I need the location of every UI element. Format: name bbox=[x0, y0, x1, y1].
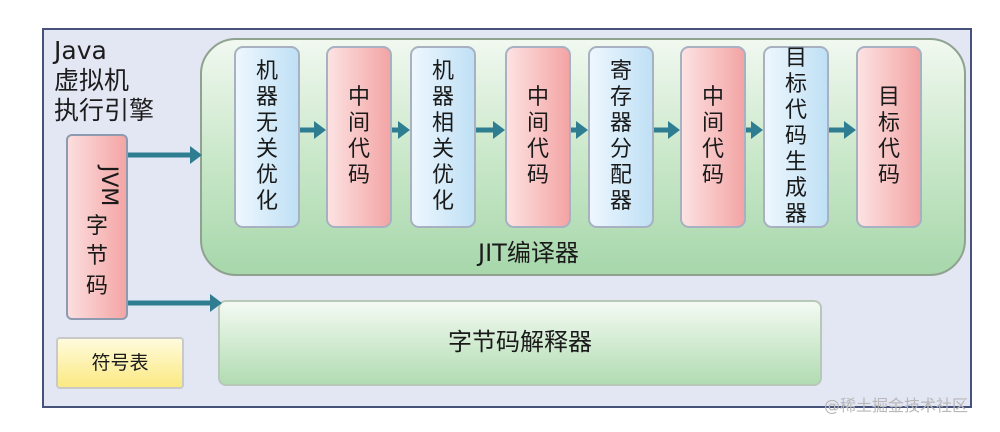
optimizer-stage-box bbox=[410, 46, 476, 228]
optimizer-stage-box bbox=[763, 46, 829, 228]
pipeline-arrow bbox=[392, 121, 410, 139]
pipeline-stage-char: 代 bbox=[347, 137, 370, 162]
pipeline-stage-char: 码 bbox=[526, 163, 549, 188]
pipeline-stage-char: 目 bbox=[877, 85, 900, 110]
bytecode-to-jit-arrow bbox=[128, 146, 202, 164]
pipeline-stage-char: 代 bbox=[701, 137, 724, 162]
pipeline-stage-char: 优 bbox=[255, 163, 278, 188]
pipeline-stage-char: 代 bbox=[784, 98, 807, 123]
pipeline-stage-char: 器 bbox=[255, 85, 278, 110]
symbol-table-label: 符号表 bbox=[91, 352, 149, 374]
pipeline-stage-label: 目标代码生成器 bbox=[763, 46, 829, 228]
pipeline-stage-label: 寄存器分配器 bbox=[588, 59, 654, 215]
pipeline-arrow bbox=[654, 121, 680, 139]
pipeline-stage-label: 中间代码 bbox=[505, 85, 571, 189]
pipeline-stage-char: 器 bbox=[609, 111, 632, 136]
pipeline-stage-label: 目标代码 bbox=[856, 85, 922, 189]
pipeline-stage-char: 成 bbox=[784, 176, 807, 201]
jvm-bytecode-box bbox=[66, 134, 128, 320]
pipeline-stage-char: 分 bbox=[609, 137, 632, 162]
pipeline-arrow bbox=[476, 121, 505, 139]
pipeline-stage-char: 生 bbox=[784, 150, 807, 175]
pipeline-stage-char: 机 bbox=[255, 59, 278, 84]
intermediate-code-box bbox=[505, 46, 571, 228]
pipeline-stage-label: 中间代码 bbox=[680, 85, 746, 189]
pipeline-stage-char: 化 bbox=[255, 189, 278, 214]
pipeline-stage-char: 中 bbox=[701, 85, 724, 110]
pipeline-stage-char: 器 bbox=[609, 189, 632, 214]
engine-title: Java 虚拟机 执行引擎 bbox=[54, 36, 204, 126]
symbol-table-box bbox=[56, 337, 184, 389]
pipeline-stage-char: 无 bbox=[255, 111, 278, 136]
pipeline-stage-char: 标 bbox=[877, 111, 900, 136]
intermediate-code-box bbox=[856, 46, 922, 228]
optimizer-stage-box bbox=[588, 46, 654, 228]
pipeline-stage-char: 化 bbox=[431, 189, 454, 214]
pipeline-stage-char: 标 bbox=[784, 72, 807, 97]
pipeline-stage-char: 间 bbox=[526, 111, 549, 136]
pipeline-stage-char: 中 bbox=[347, 85, 370, 110]
bytecode-char: 节 bbox=[85, 244, 108, 269]
intermediate-code-box bbox=[680, 46, 746, 228]
pipeline-stage-char: 间 bbox=[347, 111, 370, 136]
engine-title-line: 虚拟机 bbox=[54, 66, 130, 95]
pipeline-stage-char: 码 bbox=[784, 124, 807, 149]
pipeline-arrow bbox=[300, 121, 326, 139]
pipeline-stage-char: 优 bbox=[431, 163, 454, 188]
pipeline-stage-char: 码 bbox=[347, 163, 370, 188]
intermediate-code-box bbox=[326, 46, 392, 228]
watermark: @稀土掘金技术社区 bbox=[824, 396, 969, 415]
pipeline-stage-char: 码 bbox=[701, 163, 724, 188]
pipeline-stage-char: 代 bbox=[877, 137, 900, 162]
bytecode-char: 字 bbox=[85, 214, 108, 239]
optimizer-stage-box bbox=[234, 46, 300, 228]
pipeline-stage-char: 关 bbox=[255, 137, 278, 162]
bytecode-interpreter-label: 字节码解释器 bbox=[448, 328, 592, 356]
pipeline-stage-char: 存 bbox=[609, 85, 632, 110]
pipeline-stage-char: 相 bbox=[431, 111, 454, 136]
engine-title-line: 执行引擎 bbox=[54, 96, 155, 125]
pipeline-stage-char: 器 bbox=[431, 85, 454, 110]
pipeline-stage-char: 寄 bbox=[609, 59, 632, 84]
pipeline-stage-char: 配 bbox=[609, 163, 632, 188]
pipeline-stage-char: 中 bbox=[526, 85, 549, 110]
pipeline-stage-label: 机器相关优化 bbox=[410, 59, 476, 215]
pipeline-arrow bbox=[829, 121, 856, 139]
pipeline-stage-char: 器 bbox=[784, 202, 807, 227]
pipeline-stage-char: 代 bbox=[526, 137, 549, 162]
pipeline-arrow bbox=[571, 121, 588, 139]
bytecode-interpreter-box bbox=[218, 300, 822, 386]
pipeline-stage-char: 目 bbox=[784, 46, 807, 71]
pipeline-stage-label: 中间代码 bbox=[326, 85, 392, 189]
jit-compiler-label: JIT编译器 bbox=[478, 239, 579, 267]
bytecode-to-interpreter-arrow bbox=[128, 294, 222, 312]
pipeline-stage-char: 间 bbox=[701, 111, 724, 136]
pipeline-stage-char: 码 bbox=[877, 163, 900, 188]
engine-title-line: Java bbox=[54, 36, 107, 65]
pipeline-stage-char: 关 bbox=[431, 137, 454, 162]
pipeline-arrow bbox=[746, 121, 763, 139]
pipeline-stage-char: 机 bbox=[431, 59, 454, 84]
pipeline-stage-label: 机器无关优化 bbox=[234, 59, 300, 215]
bytecode-char: 码 bbox=[85, 274, 108, 299]
